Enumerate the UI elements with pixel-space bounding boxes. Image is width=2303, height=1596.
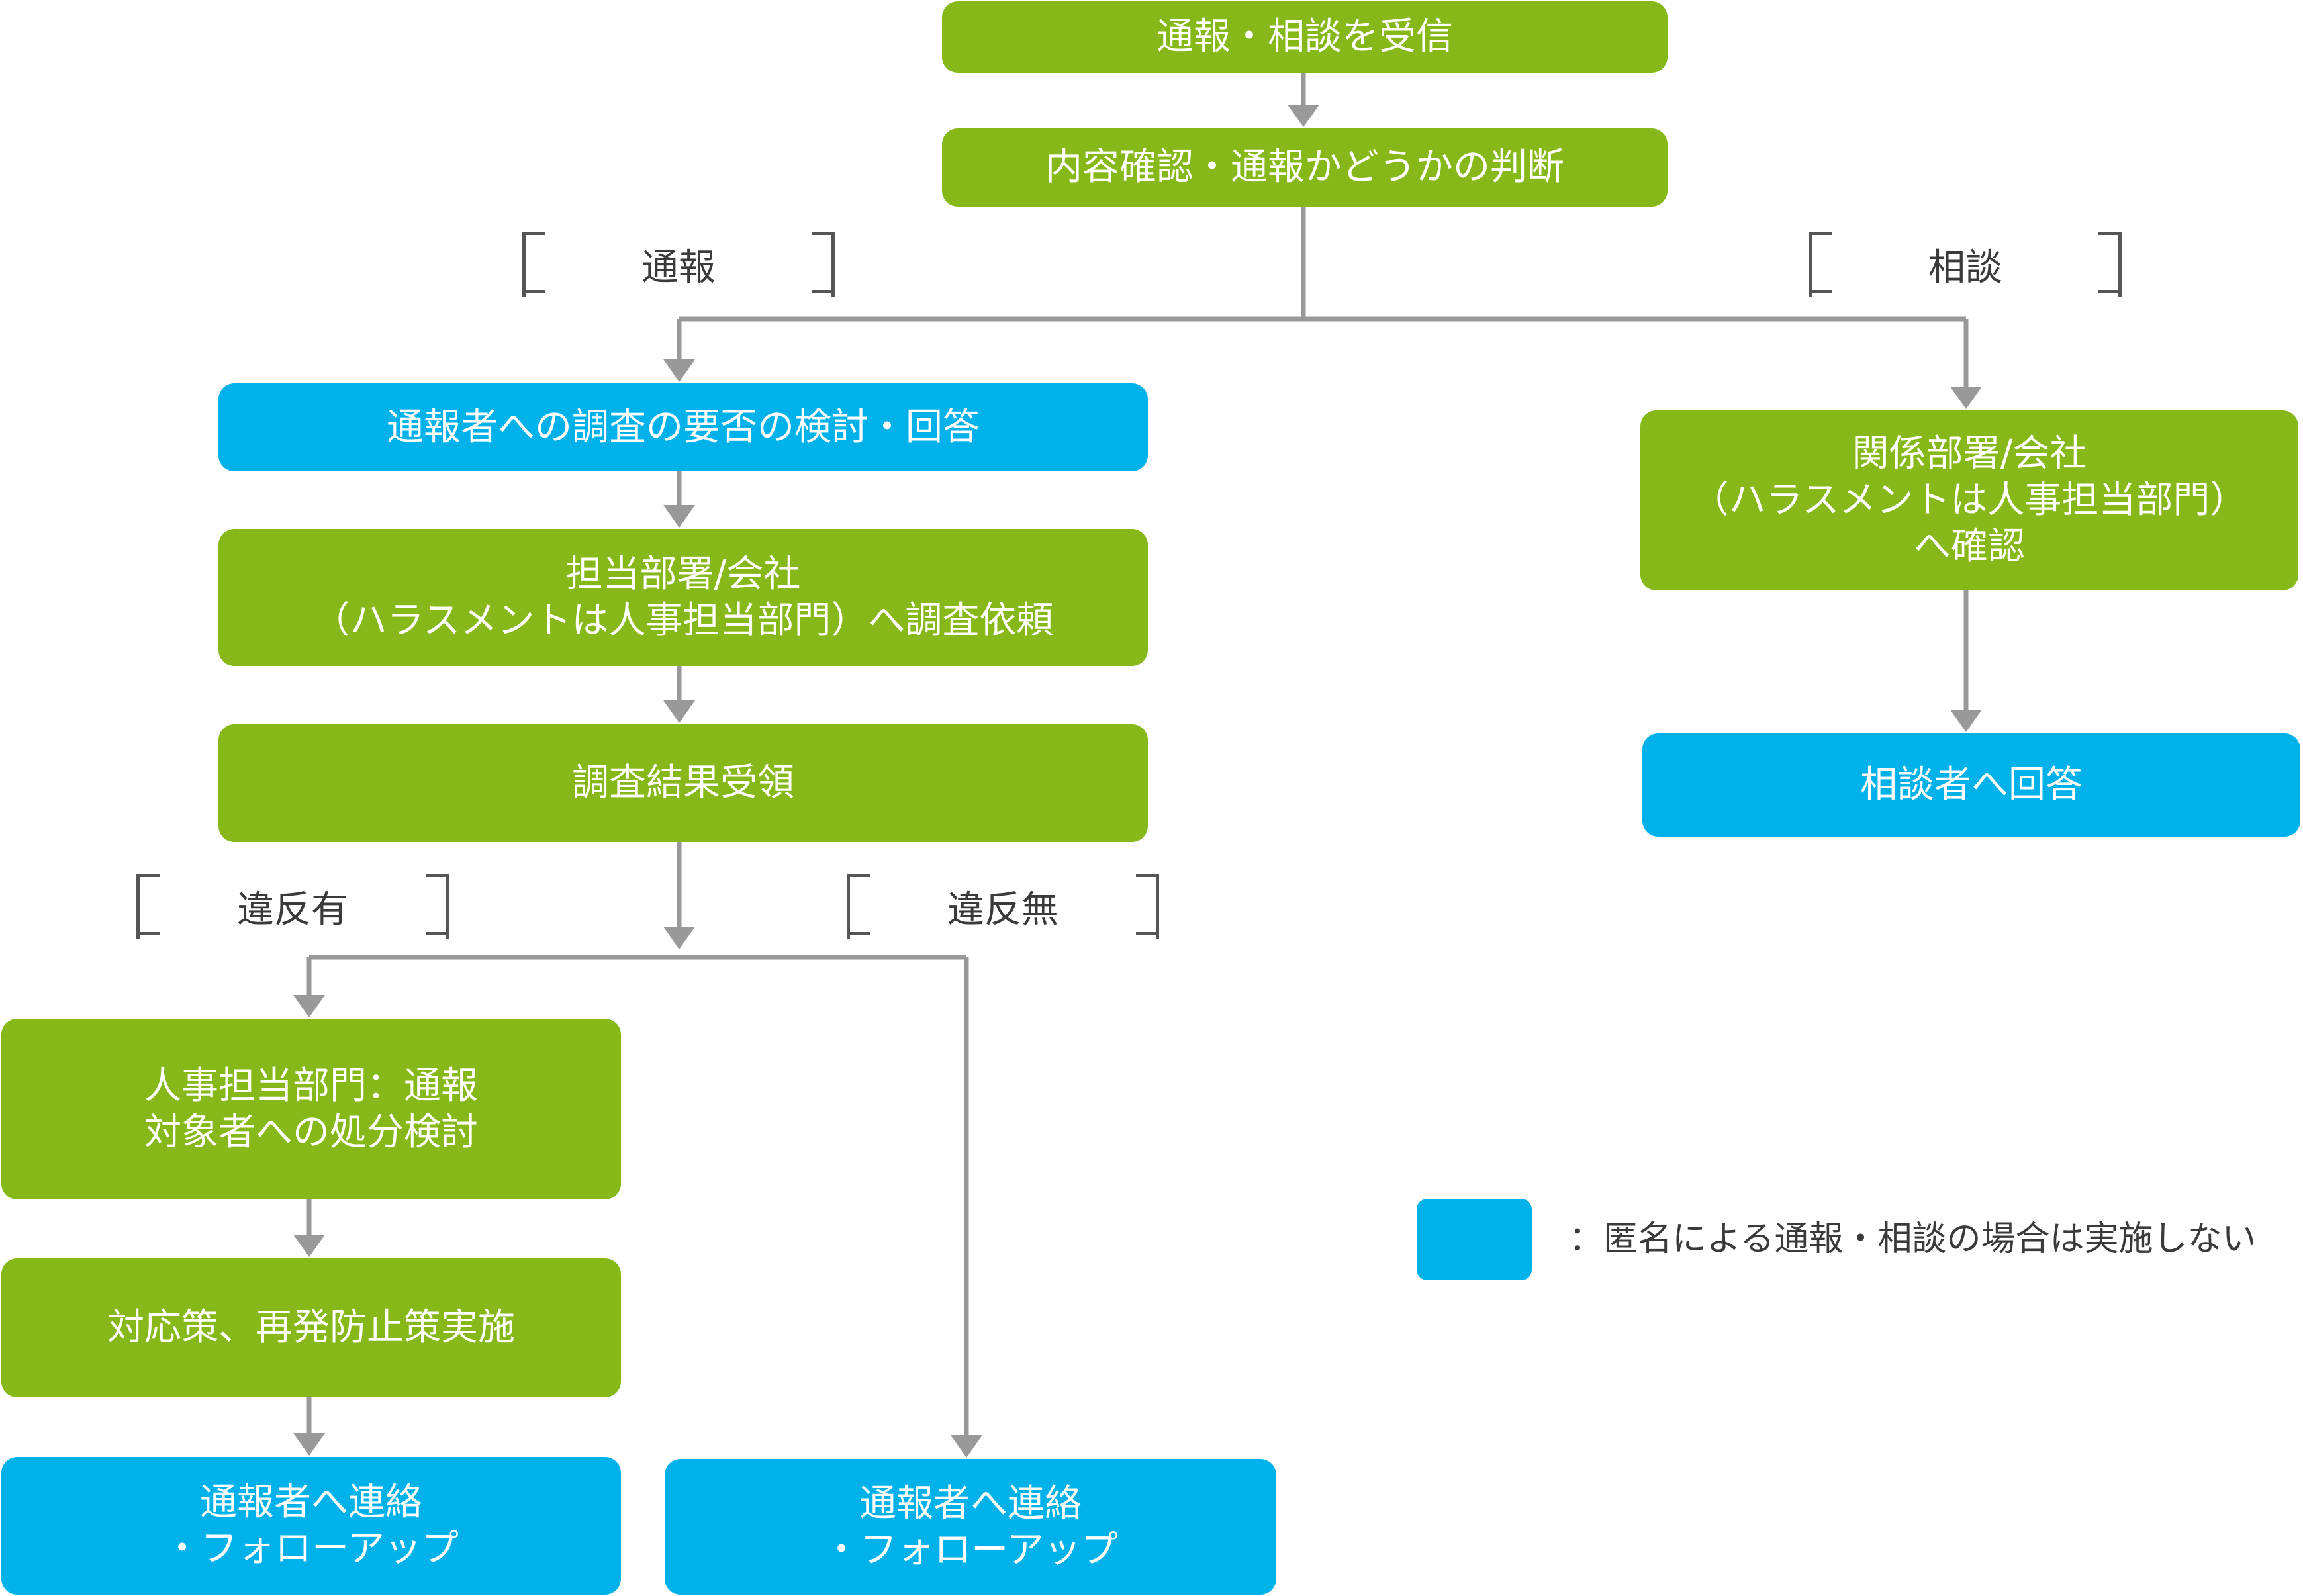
branch-label-consultation-text: 相談 bbox=[1928, 246, 2002, 289]
branch-label-consultation: 相談 bbox=[1809, 232, 2122, 297]
branch-label-violation-text: 違反有 bbox=[237, 888, 348, 931]
arrowhead-review bbox=[663, 359, 695, 382]
node-receive-results: 調査結果受領 bbox=[218, 724, 1148, 842]
arrowhead-results-out bbox=[663, 927, 695, 949]
node-countermeasures: 対応策、再発防止策実施 bbox=[1, 1258, 621, 1397]
arrowhead-contact-violation bbox=[293, 1433, 325, 1456]
node-contact-followup-no-violation: 通報者へ連絡 ・フォローアップ bbox=[665, 1459, 1276, 1595]
arrowhead-results bbox=[663, 700, 695, 723]
arrowhead-request bbox=[663, 505, 695, 528]
node-contact-followup-violation: 通報者へ連絡 ・フォローアップ bbox=[1, 1457, 621, 1595]
branch-label-report-text: 通報 bbox=[641, 246, 716, 289]
node-request-investigation: 担当部署/会社 （ハラスメントは人事担当部門）へ調査依頼 bbox=[218, 529, 1148, 666]
arrowhead-answer bbox=[1950, 710, 1982, 732]
node-review-investigation: 通報者への調査の要否の検討・回答 bbox=[218, 383, 1148, 471]
branch-label-violation: 違反有 bbox=[136, 874, 449, 939]
branch-label-no-violation-text: 違反無 bbox=[947, 888, 1058, 931]
node-receive: 通報・相談を受信 bbox=[942, 1, 1668, 73]
arrowhead-confirm bbox=[1950, 387, 1982, 409]
legend-text: ：匿名による通報・相談の場合は実施しない bbox=[1569, 1219, 2257, 1259]
arrowhead-countermeasures bbox=[293, 1235, 325, 1257]
node-hr-disciplinary: 人事担当部門：通報 対象者への処分検討 bbox=[1, 1019, 621, 1199]
arrowhead-contact-no-violation bbox=[951, 1435, 982, 1458]
branch-label-no-violation: 違反無 bbox=[847, 874, 1159, 939]
node-judge: 内容確認・通報かどうかの判断 bbox=[942, 128, 1668, 207]
node-answer-consulter: 相談者へ回答 bbox=[1642, 733, 2300, 837]
branch-label-report: 通報 bbox=[522, 232, 835, 297]
arrowhead-judge bbox=[1288, 105, 1319, 127]
legend-swatch-blue bbox=[1417, 1199, 1532, 1280]
node-confirm-department: 関係部署/会社 （ハラスメントは人事担当部門） へ確認 bbox=[1640, 410, 2298, 590]
arrowhead-hr bbox=[293, 995, 325, 1017]
